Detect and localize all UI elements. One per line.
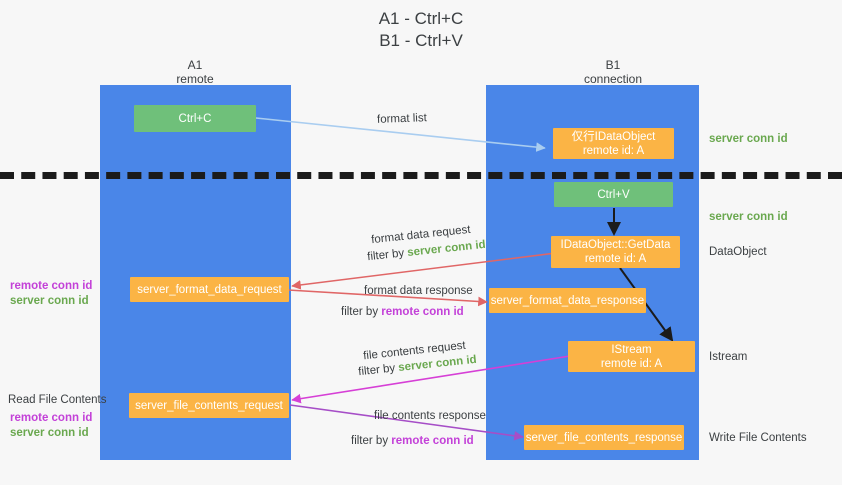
arrow-format-data-request [291,252,557,290]
box-server-format-data-request[interactable]: server_format_data_request [130,277,289,302]
label-server-conn-id-top: server conn id [709,133,788,145]
column-header-b1-name: B1 [605,58,621,72]
box-server-file-contents-response[interactable]: server_file_contents_response [524,425,684,450]
box-idataobject-line2: remote id: A [582,144,645,157]
label-server-conn-id-1: server conn id [10,295,89,307]
label-format-data-response: format data response [364,285,473,297]
label-file-contents-response-filter: filter by remote conn id [351,434,474,448]
label-format-list: format list [376,112,428,126]
column-header-b1-sub: connection [583,72,643,86]
box-server-format-data-request-label: server_format_data_request [137,283,282,296]
label-format-data-response-filter: filter by remote conn id [341,305,464,319]
column-header-a1-sub: remote [176,72,214,86]
box-ctrl-c-label: Ctrl+C [178,112,212,125]
page-title: A1 - Ctrl+C B1 - Ctrl+V [0,8,842,52]
box-ctrl-c[interactable]: Ctrl+C [134,105,256,132]
box-getdata-line2: remote id: A [584,253,647,265]
label-dataobject: DataObject [709,246,767,258]
label-file-contents-response-filter-value: remote conn id [391,435,474,447]
label-read-file-contents: Read File Contents [8,394,107,406]
label-server-conn-id-2: server conn id [10,427,89,439]
divider-dashed-line [0,172,842,179]
title-line-1: A1 - Ctrl+C [378,9,464,28]
box-server-format-data-response-label: server_format_data_response [490,294,645,307]
box-getdata-line1: IDataObject::GetData [560,239,671,251]
box-server-file-contents-request-label: server_file_contents_request [135,399,283,412]
label-format-data-response-filter-prefix: filter by [341,306,382,318]
arrow-file-contents-request [291,355,571,404]
label-remote-conn-id-2: remote conn id [10,412,93,424]
arrow-getdata-to-istream [619,267,674,342]
label-file-contents-response: file contents response [374,410,486,422]
arrow-file-contents-response [289,404,524,441]
arrow-format-list [255,117,546,152]
column-header-a1: A1 remote [105,58,285,86]
box-idataobject-getdata[interactable]: IDataObject::GetData remote id: A [551,236,680,268]
box-server-format-data-response[interactable]: server_format_data_response [489,288,646,313]
box-istream-line1: IStream [611,343,652,356]
box-ctrl-v-label: Ctrl+V [597,188,630,201]
label-remote-conn-id-1: remote conn id [10,280,93,292]
title-line-2: B1 - Ctrl+V [379,31,463,50]
column-header-a1-name: A1 [187,58,203,72]
label-server-conn-id-second: server conn id [709,211,788,223]
label-istream: Istream [709,351,748,363]
box-idataobject[interactable]: 仅行IDataObject remote id: A [553,128,674,159]
box-server-file-contents-request[interactable]: server_file_contents_request [129,393,289,418]
label-format-data-response-filter-value: remote conn id [381,306,464,318]
arrow-format-data-response [287,289,488,307]
box-istream[interactable]: IStream remote id: A [568,341,695,372]
label-file-contents-response-filter-prefix: filter by [351,435,392,447]
box-server-file-contents-response-label: server_file_contents_response [525,431,683,444]
column-header-b1: B1 connection [523,58,703,86]
box-idataobject-line1: 仅行IDataObject [571,130,656,143]
box-ctrl-v[interactable]: Ctrl+V [554,182,673,207]
box-istream-line2: remote id: A [600,357,663,370]
label-write-file-contents: Write File Contents [709,432,807,444]
